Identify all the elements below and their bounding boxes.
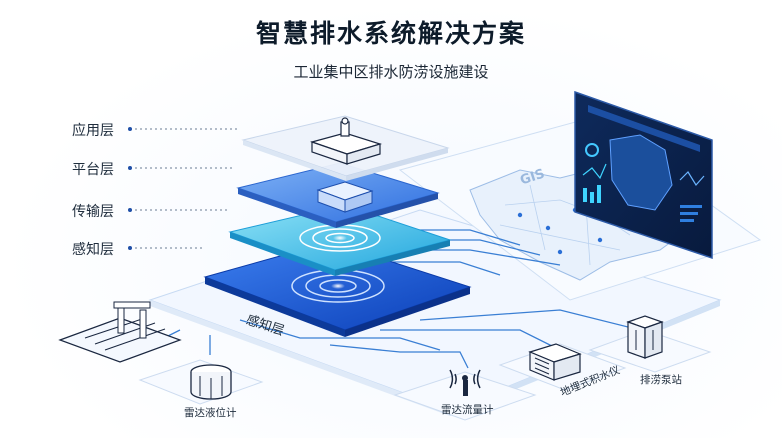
dashboard-screen bbox=[574, 90, 713, 260]
device-label-radar-flow: 雷达流量计 bbox=[441, 404, 494, 416]
application-layer-panel bbox=[241, 115, 450, 181]
layer-label-transport: 传输层 bbox=[72, 204, 114, 220]
device-tile-ponding-sensor bbox=[498, 343, 627, 391]
application-device-icon bbox=[309, 117, 383, 165]
device-tile-radar-level bbox=[138, 359, 264, 405]
layer-label-application: 应用层 bbox=[72, 123, 114, 139]
page-subtitle: 工业集中区排水防涝设施建设 bbox=[293, 63, 489, 81]
device-tile-pump-station bbox=[588, 315, 712, 373]
layer-label-platform: 平台层 bbox=[72, 162, 114, 178]
layer-pointer-lines bbox=[130, 128, 240, 249]
layer-label-perception: 感知层 bbox=[72, 242, 114, 258]
server-block-icon bbox=[316, 181, 374, 213]
device-label-radar-level: 雷达液位计 bbox=[184, 407, 237, 419]
platform-layer-panel bbox=[236, 162, 440, 228]
device-label-pump-station: 排涝泵站 bbox=[640, 374, 682, 386]
transport-layer-panel bbox=[228, 204, 452, 276]
device-tile-sluice-gate bbox=[58, 301, 182, 363]
page-title: 智慧排水系统解决方案 bbox=[255, 19, 526, 48]
device-tile-radar-flow bbox=[393, 369, 537, 421]
